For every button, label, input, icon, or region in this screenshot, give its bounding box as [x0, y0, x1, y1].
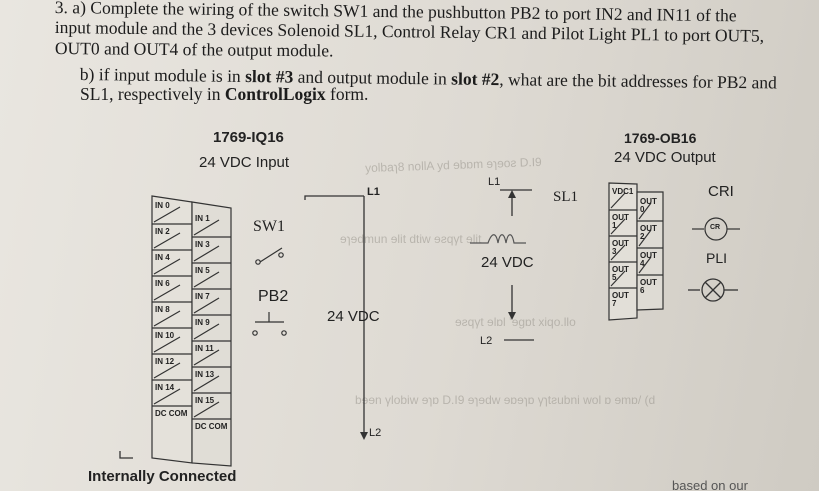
input-left-terminal-in-4: IN 4	[155, 253, 170, 262]
input-left-terminal-in-8: IN 8	[155, 305, 170, 314]
output-left-terminal-out-1: OUT 1	[612, 213, 629, 230]
cr1-label: CRI	[708, 183, 734, 200]
input-left-terminal-in-6: IN 6	[155, 279, 170, 288]
sw1-symbol	[255, 247, 284, 265]
right-supply	[500, 189, 534, 341]
show-through-text: ɘƨqγt ɘlɒl ʼɘgɒt xiqo.llo	[455, 315, 576, 329]
terminal-separator	[153, 258, 181, 275]
pl1-label: PLI	[706, 250, 728, 266]
input-left-terminal-in-0: IN 0	[155, 201, 170, 210]
output-terminal-block	[608, 182, 664, 321]
input-right-terminal-in-11: IN 11	[195, 344, 214, 353]
pb2-symbol	[252, 312, 287, 336]
terminal-separator	[193, 401, 220, 418]
terminal-separator	[193, 219, 220, 236]
terminal-separator	[193, 297, 220, 314]
terminal-separator	[153, 388, 181, 405]
terminal-separator	[193, 375, 220, 392]
terminal-separator	[610, 218, 626, 235]
input-right-terminal-in-9: IN 9	[195, 318, 210, 327]
internally-connected-note: Internally Connected	[88, 468, 237, 485]
terminal-separator	[610, 244, 626, 261]
terminal-separator	[153, 362, 181, 379]
terminal-separator	[193, 271, 220, 288]
terminal-separator	[610, 192, 626, 209]
input-right-terminal-in-1: IN 1	[195, 214, 210, 223]
input-terminal-block	[151, 195, 232, 467]
input-right-terminal-in-15: IN 15	[195, 396, 215, 405]
l1-right-arrow	[508, 190, 516, 198]
l2-right-label: L2	[480, 335, 493, 347]
output-left-terminal-out-5: OUT 5	[612, 265, 629, 282]
show-through-text: ɘɿɘdmun ɘlit dtiw ɘƨqγt ɘlit	[340, 232, 482, 246]
input-left-terminal-in-2: IN 2	[155, 227, 170, 236]
pl1-symbol	[688, 278, 738, 302]
terminal-separator	[153, 206, 181, 223]
pb2-label: PB2	[258, 288, 289, 305]
cr1-symbol-label: CR	[710, 224, 721, 231]
output-right-terminal-out-0: OUT 0	[640, 197, 657, 214]
sl1-label: SL1	[553, 189, 579, 205]
terminal-separator	[193, 245, 220, 262]
input-right-terminal-in-7: IN 7	[195, 292, 210, 301]
internal-connection-bracket	[119, 451, 133, 459]
l1-left-wire	[304, 195, 365, 432]
sw1-label: SW1	[253, 218, 285, 235]
l1-left-label: L1	[367, 186, 380, 198]
output-module-part: 1769-OB16	[624, 130, 697, 146]
input-module-desc: 24 VDC Input	[199, 154, 290, 171]
terminal-separator	[193, 349, 220, 366]
input-right-terminal-in-3: IN 3	[195, 240, 210, 249]
terminal-separator	[193, 323, 220, 340]
terminal-separator	[153, 232, 181, 249]
input-left-terminal-in-14: IN 14	[155, 383, 175, 392]
cr1-symbol	[692, 217, 740, 241]
bottom-partial-text: based on our	[672, 478, 748, 491]
l2-left-label: L2	[369, 427, 382, 439]
terminal-separator	[638, 256, 652, 274]
input-right-terminal-in-13: IN 13	[195, 370, 215, 379]
input-left-terminal-dc-com: DC COM	[155, 409, 188, 418]
terminal-separator	[153, 284, 181, 301]
input-left-terminal-in-12: IN 12	[155, 357, 175, 366]
l2-left-arrow	[360, 432, 368, 440]
terminal-separator	[638, 202, 652, 220]
output-left-terminal-out-7: OUT 7	[612, 291, 629, 308]
output-left-terminal-vdc1: VDC1	[612, 187, 634, 196]
output-right-terminal-out-4: OUT 4	[640, 251, 657, 268]
output-left-terminal-out-3: OUT 3	[612, 239, 629, 256]
vdc-right-label: 24 VDC	[481, 254, 534, 271]
vdc-left-label: 24 VDC	[327, 308, 380, 325]
output-right-terminal-out-2: OUT 2	[640, 224, 657, 241]
input-right-terminal-in-5: IN 5	[195, 266, 210, 275]
output-right-terminal-out-6: OUT 6	[640, 278, 657, 295]
l2-right-arrow	[508, 312, 516, 320]
terminal-separator	[153, 336, 181, 353]
input-right-terminal-dc-com: DC COM	[195, 422, 228, 431]
l1-right-label: L1	[488, 176, 501, 188]
sl1-coil-symbol	[470, 234, 526, 244]
terminal-separator	[638, 229, 652, 247]
output-module-desc: 24 VDC Output	[614, 149, 716, 166]
terminal-separator	[610, 270, 626, 287]
input-module-part: 1769-IQ16	[213, 129, 284, 146]
question-line-5: SL1, respectively in ControlLogix form.	[80, 84, 369, 104]
show-through-text: bɘɘn γlobiw ɘɿɒ D.I9 ɘɿɘdw ɘɒɘɿɒ γɿtƨubn…	[355, 393, 656, 407]
terminal-separator	[153, 310, 181, 327]
input-left-terminal-in-10: IN 10	[155, 331, 175, 340]
